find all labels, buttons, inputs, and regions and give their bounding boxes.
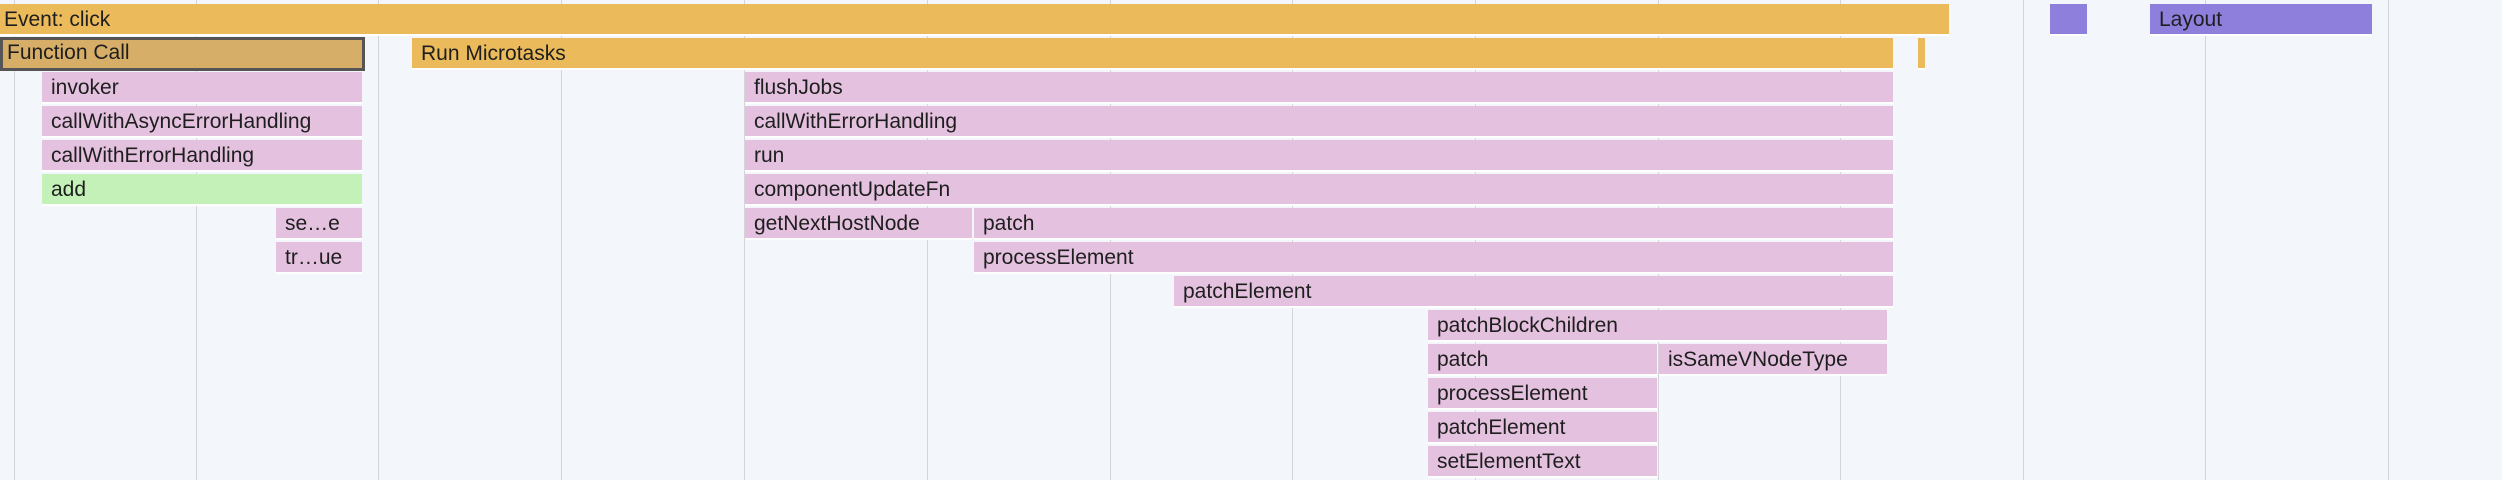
frame-invoker[interactable]: invoker (42, 72, 362, 104)
frame-se-e[interactable]: se…e (276, 208, 362, 240)
frame-layout[interactable]: Layout (2150, 4, 2372, 36)
frame-patch[interactable]: patch (1428, 344, 1657, 376)
gridline (2388, 0, 2389, 480)
gridline (1840, 0, 1841, 480)
frame-tr-ue[interactable]: tr…ue (276, 242, 362, 274)
frame-run-microtasks[interactable]: Run Microtasks (412, 38, 1893, 70)
gridline (1475, 0, 1476, 480)
frame-run[interactable]: run (745, 140, 1893, 172)
gridline (14, 0, 15, 480)
frame-patch-element[interactable]: patchElement (1174, 276, 1893, 308)
frame-function-call[interactable]: Function Call (0, 37, 365, 71)
gridline (2023, 0, 2024, 480)
gridline (1658, 0, 1659, 480)
gridline (2205, 0, 2206, 480)
frame-call-with-error-handling[interactable]: callWithErrorHandling (745, 106, 1893, 138)
frame-call-with-async-error-handling[interactable]: callWithAsyncErrorHandling (42, 106, 362, 138)
frame-call-with-error-handling[interactable]: callWithErrorHandling (42, 140, 362, 172)
gridline (378, 0, 379, 480)
frame-patch-block-children[interactable]: patchBlockChildren (1428, 310, 1887, 342)
frame-is-same-vnode-type[interactable]: isSameVNodeType (1659, 344, 1887, 376)
frame-get-next-host-node[interactable]: getNextHostNode (745, 208, 972, 240)
gridline (561, 0, 562, 480)
gridline (1110, 0, 1111, 480)
frame-process-element[interactable]: processElement (974, 242, 1893, 274)
frame-process-element[interactable]: processElement (1428, 378, 1657, 410)
frame-layout-small[interactable] (2050, 4, 2087, 36)
frame-small-task[interactable] (1918, 38, 1925, 70)
gridline (927, 0, 928, 480)
frame-patch-element[interactable]: patchElement (1428, 412, 1657, 444)
frame-patch[interactable]: patch (974, 208, 1893, 240)
frame-add[interactable]: add (42, 174, 362, 206)
frame-flush-jobs[interactable]: flushJobs (745, 72, 1893, 104)
frame-event-click[interactable]: Event: click (0, 4, 1949, 36)
gridline (1292, 0, 1293, 480)
frame-set-element-text[interactable]: setElementText (1428, 446, 1657, 478)
frame-component-update-fn[interactable]: componentUpdateFn (745, 174, 1893, 206)
gridline (196, 0, 197, 480)
gridline (744, 0, 745, 480)
